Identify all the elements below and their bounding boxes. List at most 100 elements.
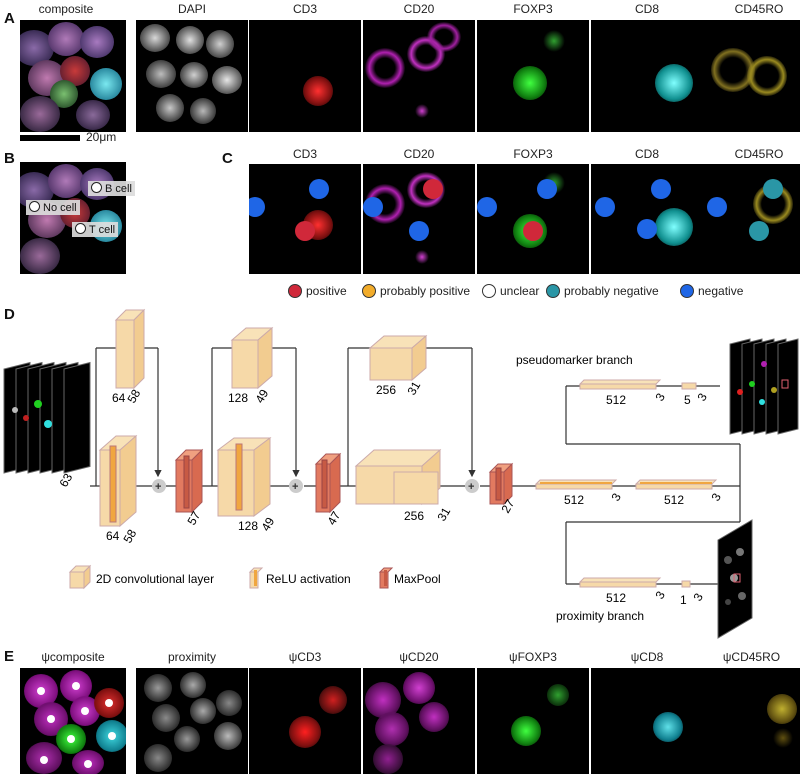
annotation-dot [409, 221, 429, 241]
maxpool-block [174, 448, 204, 514]
channel-label-cd3: CD3 [292, 2, 317, 16]
annotation-dot [749, 221, 769, 241]
e-label-psi-cd8: ψCD8 [630, 650, 664, 664]
dense-layer [634, 479, 718, 490]
add-icon [465, 479, 479, 493]
dim-label: 31 [404, 379, 423, 398]
cell-center-dot [47, 715, 55, 723]
dim-label: 3 [708, 490, 724, 503]
c-label-cd3: CD3 [292, 147, 317, 161]
dim-label: 3 [652, 588, 668, 601]
legend-positive: positive [288, 284, 347, 298]
e-image-psi-cd45ro [703, 668, 800, 774]
annotation-dot [423, 179, 443, 199]
annotation-dot [763, 179, 783, 199]
dim-label: 64 [112, 391, 126, 405]
swatch-icon [362, 284, 376, 298]
legend-label-conv: 2D convolutional layer [96, 572, 214, 586]
annotation-dot [537, 179, 557, 199]
dim-label: 256 [404, 509, 424, 523]
cell-center-dot [40, 756, 48, 764]
legend-relu [248, 567, 264, 589]
e-label-proximity: proximity [167, 650, 216, 664]
dense-layer [534, 479, 618, 490]
cell-center-dot [37, 687, 45, 695]
maxpool-block [314, 452, 342, 514]
conv-relu-block [354, 448, 442, 506]
annotation-dot [295, 221, 315, 241]
cell-center-dot [67, 735, 75, 743]
image-panel-b-composite [20, 162, 126, 274]
legend-probably-positive: probably positive [362, 284, 470, 298]
dim-label: 64 [106, 529, 120, 543]
dim-label: 512 [564, 493, 584, 507]
cell-tag-t-cell: T cell [72, 222, 119, 237]
cell-center-dot [72, 682, 80, 690]
dense-layer [578, 577, 662, 588]
dim-label: 5 [684, 393, 691, 407]
channel-label-composite: composite [38, 2, 94, 16]
maxpool-block [488, 462, 514, 506]
dim-label: 49 [252, 387, 271, 406]
legend-conv [68, 564, 92, 590]
panel-letter-d: D [4, 306, 15, 323]
channel-label-dapi: DAPI [177, 2, 206, 16]
legend-probably-negative: probably negative [546, 284, 659, 298]
annotation-dot [523, 221, 543, 241]
branch-title-proximity: proximity branch [556, 609, 644, 623]
scale-bar [20, 135, 80, 141]
dim-label: 27 [498, 497, 517, 516]
c-image-foxp3 [477, 164, 589, 274]
image-cd3 [249, 20, 361, 132]
conv-relu-block [98, 434, 138, 528]
annotation-dot [249, 197, 265, 217]
dim-label: 31 [434, 505, 453, 524]
dense-layer [578, 379, 662, 390]
e-label-psi-composite: ψcomposite [41, 650, 105, 664]
dim-label: 57 [184, 509, 203, 528]
scale-bar-label: 20μm [86, 130, 117, 144]
dim-label: 3 [690, 590, 706, 603]
panel-letter-e: E [4, 648, 15, 665]
c-label-cd45ro: CD45RO [734, 147, 784, 161]
cell-tag-b-cell: B cell [88, 181, 135, 196]
annotation-dot [363, 197, 383, 217]
dim-label: 1 [680, 593, 687, 607]
legend-unclear: unclear [482, 284, 539, 298]
dim-label: 3 [652, 390, 668, 403]
image-cd20 [363, 20, 475, 132]
dim-label: 58 [124, 387, 143, 406]
marker-pin-icon [75, 223, 86, 234]
conv-block [230, 326, 274, 390]
image-composite [20, 20, 126, 132]
dim-label: 512 [664, 493, 684, 507]
panel-letter-b: B [4, 150, 15, 167]
branch-title-pseudomarker: pseudomarker branch [516, 353, 633, 367]
legend-label-maxpool: MaxPool [394, 572, 441, 586]
c-image-cd20 [363, 164, 475, 274]
add-icon [289, 479, 303, 493]
cell-center-dot [108, 732, 116, 740]
channel-label-cd20: CD20 [403, 2, 435, 16]
e-image-psi-cd3 [249, 668, 361, 774]
dim-label: 3 [694, 390, 710, 403]
swatch-icon [482, 284, 496, 298]
panel-letter-a: A [4, 10, 15, 27]
e-image-proximity [136, 668, 248, 774]
e-label-psi-cd20: ψCD20 [399, 650, 439, 664]
svg-text:+: + [468, 481, 474, 493]
annotation-dot [477, 197, 497, 217]
e-image-psi-cd8 [591, 668, 703, 774]
marker-pin-icon [91, 182, 102, 193]
c-label-cd20: CD20 [403, 147, 435, 161]
image-cd8 [591, 20, 703, 132]
legend-maxpool [378, 567, 394, 589]
c-image-cd45ro [703, 164, 800, 274]
channel-label-foxp3: FOXP3 [513, 2, 553, 16]
c-label-foxp3: FOXP3 [513, 147, 553, 161]
dim-label: 58 [120, 527, 139, 546]
swatch-icon [546, 284, 560, 298]
dim-label: 63 [56, 471, 75, 490]
dim-label: 512 [606, 393, 626, 407]
dense-layer [681, 382, 697, 390]
